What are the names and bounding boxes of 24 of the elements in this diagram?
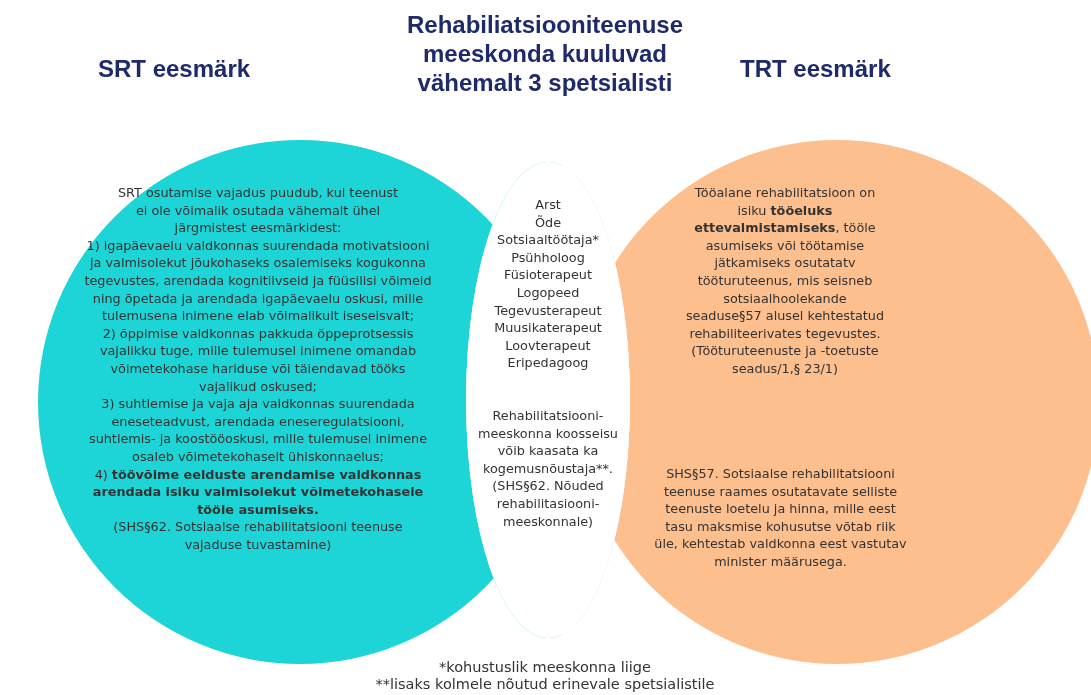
paragraph: Rehabilitatsiooni- meeskonna koosseisu võib kaasata ka kogemusnõustaja**. (SHS§62. Nõuded rehabilitasiooni- meeskonnale) [477, 407, 619, 531]
diagram-title: Rehabiliatsiooniteenuse meeskonda kuuluvad vähemalt 3 spetsialisti [405, 10, 685, 97]
list-item: Tegevusterapeut [493, 301, 603, 320]
paragraph: 2) õppimise valdkonnas pakkuda õppeprotsessis vajalikku tuge, mille tulemusel inimene omandab võimetekohase hariduse või täiendavad tööks vajalikud oskused; [98, 324, 418, 396]
list-item: Muusikaterapeut [493, 319, 603, 337]
paragraph: SRT osutamise vajadus puudub, kui teenust ei ole võimalik osutada vähemalt ühel järgmistest eesmärkidest: [116, 184, 400, 237]
list-item: Õde [533, 213, 563, 232]
paragraph: SHS§57. Sotsiaalse rehabilitatsiooni teenuse raames osutatavate selliste teenuste loetelu ja hinna, mille eest tasu maksmise kohusutse võtab riik üle, kehtestab valdkonna eest vastutav minister määrusega. [653, 465, 908, 571]
circle-heading: TRT eesmärk [740, 55, 891, 83]
paragraph: 3) suhtlemise ja vaja aja valdkonnas suurendada eneseteadvust, arendada eneseregulatsiooni, suhtlemis- ja koostööoskusi, mille tulemusel inimene osaleb võimetekohaselt ühiskonnaelus; [88, 395, 428, 466]
list-item: Eripedagoog [506, 354, 590, 372]
list-item: Loovterapeut [504, 336, 592, 355]
list-item: Logopeed [515, 283, 581, 302]
list-item: Füsioterapeut [503, 266, 593, 284]
circle-heading: SRT eesmärk [98, 55, 251, 83]
paragraph: (SHS§62. Sotsiaalse rehabilitatsiooni teenuse vajaduse tuvastamine) [112, 518, 404, 554]
list-item: Psühholoog [510, 248, 586, 267]
list-item: Arst [534, 196, 562, 214]
footnote: *kohustuslik meeskonna liige [438, 659, 652, 676]
paragraph: 1) igapäevaelu valdkonnas suurendada motivatsiooni ja valmisolekut jõukohaseks osalemiseks kogukonna tegevustes, arendada kognitiivseid ja füüsilisi võimeid ning õpetada ja arendada igapäevaelu oskusi, mille tulemusena inimene elab võimalikult iseseisvalt; [83, 236, 433, 325]
paragraph: Tööalane rehabilitatsioon on isiku tööeluks ettevalmistamiseks, tööle asumiseks või töötamise jätkamiseks osutatatv tööturuteenus, mis seisneb sotsiaalhoolekande seaduse§57 alusel kehtestatud rehabiliteerivates tegevustes. (Tööturuteenuste ja -toetuste seadus/1,§ 23/1) [685, 184, 885, 378]
paragraph: 4) töövõime eelduste arendamise valdkonnas arendada isiku valmisolekut võimetekohasele tööle asumiseks. [91, 465, 425, 519]
footnote: **lisaks kolmele nõutud erinevale spetsialistile [374, 676, 716, 693]
list-item: Sotsiaaltöötaja* [496, 231, 600, 249]
